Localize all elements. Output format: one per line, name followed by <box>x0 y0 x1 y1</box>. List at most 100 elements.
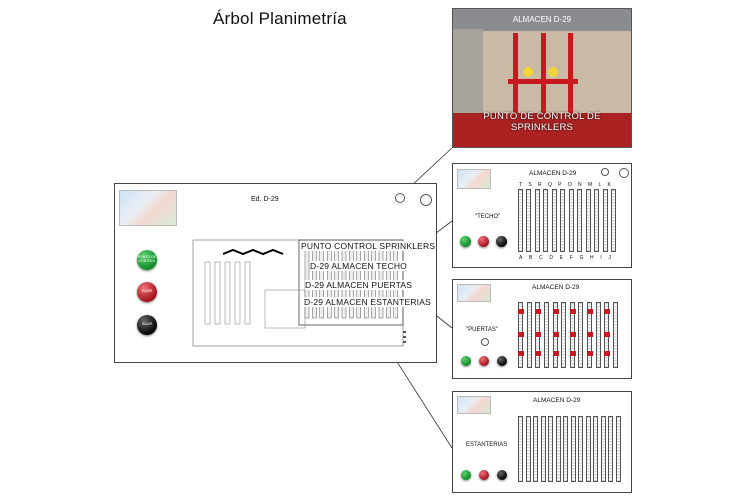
rack-column <box>569 302 576 368</box>
rack-column <box>595 302 601 368</box>
door-marker[interactable] <box>604 351 611 356</box>
puertas-side-label: "PUERTAS" <box>466 327 499 333</box>
grid-letter: J <box>608 255 611 261</box>
rack-column <box>594 189 600 252</box>
door-marker[interactable] <box>552 351 559 356</box>
rack-column <box>568 189 574 252</box>
puertas-black-button[interactable] <box>497 356 507 366</box>
rack-column <box>548 416 554 482</box>
rack-column <box>593 416 599 482</box>
techo-home-icon[interactable] <box>601 168 609 176</box>
puertas-minimap[interactable] <box>457 284 491 302</box>
rack-column <box>585 416 591 482</box>
rack-column <box>535 302 542 368</box>
puertas-red-button[interactable] <box>479 356 489 366</box>
plan-heading: Ed. D-29 <box>251 196 279 203</box>
salir-button[interactable]: SALIR <box>137 315 157 335</box>
rack-column <box>604 302 611 368</box>
door-marker[interactable] <box>587 309 593 315</box>
techo-heading: ALMACEN D-29 <box>529 170 577 177</box>
door-marker[interactable] <box>604 331 611 337</box>
label-almacen-techo[interactable]: D-29 ALMACEN TECHO <box>310 261 407 271</box>
estanterias-black-button[interactable] <box>497 470 507 480</box>
compass-icon <box>420 194 432 206</box>
rack-column <box>610 189 616 252</box>
grid-letter: O <box>567 182 572 188</box>
rack-column <box>602 189 608 252</box>
subir-button[interactable]: SUBIR <box>137 282 157 302</box>
rack-column <box>578 302 584 368</box>
grid-letter: Q <box>547 182 552 188</box>
techo-compass-icon <box>619 168 629 178</box>
grid-letter: R <box>538 182 542 188</box>
door-marker[interactable] <box>604 309 611 315</box>
sprinkler-photo-panel: ALMACEN D-29 PUNTO DE CONTROL DE SPRINKL… <box>452 8 632 148</box>
estanterias-rack-grid <box>518 416 621 482</box>
rack-column <box>533 416 539 482</box>
techo-rack-grid <box>518 189 616 252</box>
grid-letter: S <box>528 182 532 188</box>
estanterias-red-button[interactable] <box>479 470 489 480</box>
rack-column <box>587 302 593 368</box>
estanterias-minimap[interactable] <box>457 396 491 414</box>
rack-column <box>543 189 549 252</box>
grid-letter: I <box>600 255 602 261</box>
estanterias-green-button[interactable] <box>461 470 471 480</box>
rack-column <box>555 416 561 482</box>
rack-column <box>518 416 523 482</box>
grid-letter: C <box>539 255 543 261</box>
door-marker[interactable] <box>518 351 524 356</box>
puertas-home-icon[interactable] <box>481 338 489 346</box>
site-minimap[interactable] <box>119 190 177 226</box>
label-almacen-puertas[interactable]: D-29 ALMACEN PUERTAS <box>305 280 413 290</box>
techo-green-button[interactable] <box>460 236 471 247</box>
techo-red-button[interactable] <box>478 236 489 247</box>
home-icon[interactable] <box>395 193 405 203</box>
rack-column <box>518 302 524 368</box>
salir-label: SALIR <box>141 322 153 327</box>
rack-column <box>578 416 584 482</box>
rack-column <box>526 302 532 368</box>
estanterias-side-label: ESTANTERIAS <box>466 442 508 448</box>
grid-letter: M <box>587 182 593 188</box>
grid-letter: E <box>559 255 564 261</box>
main-plan-panel: Ed. D-29 PUNTO DE CONTROL SUBIR SALIR PU… <box>114 183 437 363</box>
door-marker[interactable] <box>587 351 593 356</box>
grid-letter: D <box>549 255 553 261</box>
door-marker[interactable] <box>569 351 576 356</box>
door-marker[interactable] <box>535 351 542 356</box>
rack-column <box>534 189 540 252</box>
rack-column <box>540 416 546 482</box>
grid-letter: G <box>579 255 584 261</box>
rack-column <box>552 302 559 368</box>
rack-column <box>543 302 549 368</box>
door-marker[interactable] <box>552 309 559 315</box>
door-marker[interactable] <box>535 331 542 337</box>
rack-column <box>525 416 531 482</box>
door-marker[interactable] <box>587 331 593 337</box>
door-marker[interactable] <box>569 309 576 315</box>
label-almacen-estanterias[interactable]: D-29 ALMACEN ESTANTERIAS <box>304 297 431 307</box>
subir-label: SUBIR <box>141 289 153 294</box>
puertas-rack-grid <box>518 302 618 368</box>
door-marker[interactable] <box>535 309 542 315</box>
door-marker[interactable] <box>518 309 524 315</box>
door-marker[interactable] <box>552 331 559 337</box>
rack-column <box>560 189 566 252</box>
techo-minimap[interactable] <box>457 169 491 189</box>
grid-letter: B <box>529 255 533 261</box>
photo-title: ALMACEN D-29 <box>512 15 572 24</box>
punto-de-control-button[interactable]: PUNTO DE CONTROL <box>137 250 157 270</box>
rack-column <box>570 416 576 482</box>
grid-letter: A <box>519 255 523 261</box>
door-marker[interactable] <box>518 331 524 337</box>
label-punto-control-sprinklers[interactable]: PUNTO CONTROL SPRINKLERS <box>301 241 436 251</box>
rack-column <box>585 189 591 252</box>
puertas-green-button[interactable] <box>461 356 471 366</box>
techo-black-button[interactable] <box>496 236 507 247</box>
grid-letter: L <box>598 182 602 188</box>
door-marker[interactable] <box>569 331 576 337</box>
photo-caption: PUNTO DE CONTROL DE SPRINKLERS <box>483 111 601 133</box>
